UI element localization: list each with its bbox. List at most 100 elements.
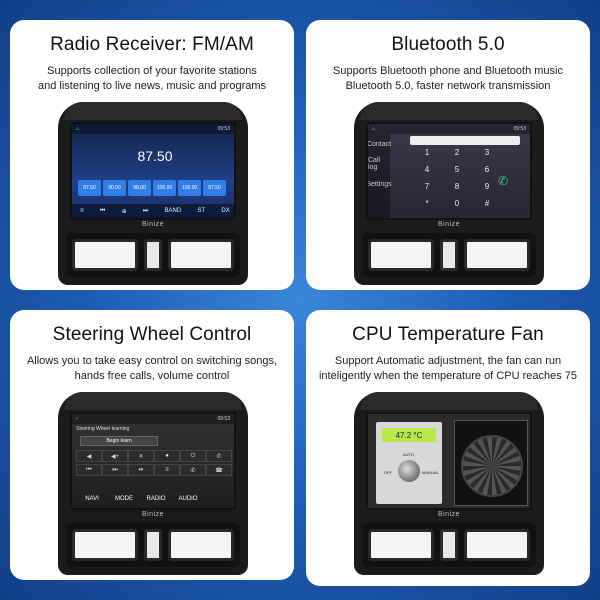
mic-icon[interactable]: ● bbox=[154, 450, 180, 462]
dial-input[interactable] bbox=[410, 136, 520, 145]
manual-label: MANUAL bbox=[422, 470, 439, 475]
prev-icon[interactable]: ⏮ bbox=[76, 464, 102, 476]
next-icon[interactable]: ⏭ bbox=[142, 207, 149, 214]
dx-button[interactable]: DX bbox=[221, 208, 230, 214]
band-button[interactable]: BAND bbox=[164, 208, 182, 214]
desc-line: Supports Bluetooth phone and Bluetooth m… bbox=[333, 65, 563, 77]
vent-left bbox=[368, 239, 434, 271]
menu-icon[interactable]: ≡ bbox=[80, 208, 84, 214]
volume-icon[interactable]: ◀ bbox=[76, 450, 102, 462]
st-button[interactable]: ST bbox=[197, 208, 206, 214]
hazard-switch bbox=[144, 239, 162, 271]
desc-line: Bluetooth 5.0, faster network transmissi… bbox=[345, 80, 551, 92]
preset-button[interactable]: 98.00 bbox=[128, 180, 151, 196]
dial-keypad: 1 2 3 4 5 6 7 8 9 * 0 # bbox=[412, 148, 502, 214]
key[interactable]: * bbox=[425, 199, 429, 208]
radio-button[interactable]: RADIO bbox=[146, 496, 166, 502]
status-bar: ⌂ 09:53 bbox=[368, 124, 530, 134]
preset-list: 87.50 90.00 98.00 106.00 108.00 87.50 bbox=[78, 180, 226, 196]
sidebar-item-settings[interactable]: Settings bbox=[366, 180, 392, 188]
vent-panel bbox=[362, 523, 536, 567]
brand-logo: Binize bbox=[437, 511, 461, 518]
home-icon: ⌂ bbox=[372, 126, 376, 132]
desc-line: inteligently when the temperature of CPU… bbox=[318, 370, 578, 382]
head-unit: 47.2 °C AUTO OFF MANUAL Binize bbox=[354, 392, 544, 575]
head-unit: ⌂ 09:53 Contact Call log Settings 1 2 3 4… bbox=[354, 102, 544, 285]
desc-line: Allows you to take easy control on switc… bbox=[26, 355, 278, 367]
hood bbox=[64, 392, 242, 410]
key[interactable]: 5 bbox=[454, 165, 460, 174]
navi-button[interactable]: NAVI bbox=[85, 496, 99, 502]
mode-knob[interactable] bbox=[398, 460, 420, 482]
desc-line: and listening to live news, music and pr… bbox=[37, 80, 267, 92]
card-description: Support Automatic adjustment, the fan ca… bbox=[316, 354, 580, 384]
hood bbox=[64, 102, 242, 120]
temperature-panel: 47.2 °C AUTO OFF MANUAL bbox=[376, 422, 442, 504]
volume-up-icon[interactable]: ◀+ bbox=[102, 450, 128, 462]
answer-icon[interactable]: ✆ bbox=[180, 464, 206, 476]
key[interactable]: 3 bbox=[484, 148, 490, 157]
cooling-fan bbox=[454, 420, 528, 506]
feature-card-steering: Steering Wheel Control Allows you to tak… bbox=[10, 310, 294, 580]
radio-controls: ≡ ⏮ ⊕ ⏭ BAND ST DX bbox=[72, 204, 234, 218]
preset-button[interactable]: 90.00 bbox=[103, 180, 126, 196]
preset-button[interactable]: 106.00 bbox=[153, 180, 176, 196]
card-title: Bluetooth 5.0 bbox=[391, 34, 505, 55]
mute-icon[interactable]: ✕ bbox=[128, 450, 154, 462]
feature-card-bluetooth: Bluetooth 5.0 Supports Bluetooth phone a… bbox=[306, 20, 590, 290]
audio-button[interactable]: AUDIO bbox=[178, 496, 198, 502]
key[interactable]: 9 bbox=[484, 182, 490, 191]
fan-blades bbox=[461, 435, 523, 497]
radio-screen: ⌂09:53 87.50 87.50 90.00 98.00 106.00 10… bbox=[70, 122, 236, 220]
key[interactable]: 4 bbox=[424, 165, 430, 174]
vent-panel bbox=[362, 233, 536, 277]
eq-icon[interactable]: ≡ bbox=[154, 464, 180, 476]
hood bbox=[360, 102, 538, 120]
power-icon[interactable]: ⏻ bbox=[180, 450, 206, 462]
vent-right bbox=[464, 239, 530, 271]
hazard-switch bbox=[440, 529, 458, 561]
prev-icon[interactable]: ⏮ bbox=[99, 207, 106, 214]
desc-line: hands free calls, volume control bbox=[74, 370, 230, 382]
next-icon[interactable]: ⏭ bbox=[102, 464, 128, 476]
clock: 09:53 bbox=[513, 126, 526, 132]
preset-button[interactable]: 87.50 bbox=[203, 180, 226, 196]
key[interactable]: # bbox=[484, 199, 490, 208]
vent-right bbox=[168, 239, 234, 271]
hangup-icon[interactable]: ☎ bbox=[206, 464, 232, 476]
key[interactable]: 2 bbox=[454, 148, 460, 157]
sidebar-item-contact[interactable]: Contact bbox=[366, 140, 392, 148]
sidebar-item-call-log[interactable]: Call log bbox=[368, 157, 381, 171]
card-title: Steering Wheel Control bbox=[52, 324, 252, 345]
brand-logo: Binize bbox=[141, 221, 165, 228]
steering-screen: ‹09:53 Steering Wheel learning Begin lea… bbox=[70, 412, 236, 510]
card-description: Supports collection of your favorite sta… bbox=[20, 64, 284, 94]
vent-left bbox=[72, 529, 138, 561]
clock: 09:53 bbox=[217, 416, 230, 422]
control-grid: ◀ ◀+ ✕ ● ⏻ ✆ ⏮ ⏭ ⏯ ≡ ✆ ☎ bbox=[76, 450, 232, 476]
desc-line: Support Automatic adjustment, the fan ca… bbox=[334, 355, 562, 367]
key[interactable]: 0 bbox=[454, 199, 460, 208]
preset-button[interactable]: 87.50 bbox=[78, 180, 101, 196]
begin-learn-button[interactable]: Begin learn bbox=[80, 436, 158, 446]
hazard-switch bbox=[440, 239, 458, 271]
vent-left bbox=[368, 529, 434, 561]
key[interactable]: 1 bbox=[424, 148, 430, 157]
desc-line: Supports collection of your favorite sta… bbox=[47, 65, 257, 77]
play-icon[interactable]: ⏯ bbox=[128, 464, 154, 476]
card-title: Radio Receiver: FM/AM bbox=[50, 34, 254, 55]
search-icon[interactable]: ⊕ bbox=[121, 208, 127, 215]
call-icon[interactable]: ✆ bbox=[206, 450, 232, 462]
key[interactable]: 6 bbox=[484, 165, 490, 174]
home-icon: ⌂ bbox=[76, 126, 80, 132]
hazard-switch bbox=[144, 529, 162, 561]
key[interactable]: 7 bbox=[424, 182, 430, 191]
frequency-display: 87.50 bbox=[137, 148, 173, 164]
screen-title: Steering Wheel learning bbox=[76, 426, 130, 432]
phone-icon[interactable]: ✆ bbox=[498, 174, 509, 188]
vent-panel bbox=[66, 523, 240, 567]
mode-button[interactable]: MODE bbox=[115, 496, 133, 502]
key[interactable]: 8 bbox=[454, 182, 460, 191]
vent-left bbox=[72, 239, 138, 271]
preset-button[interactable]: 108.00 bbox=[178, 180, 201, 196]
